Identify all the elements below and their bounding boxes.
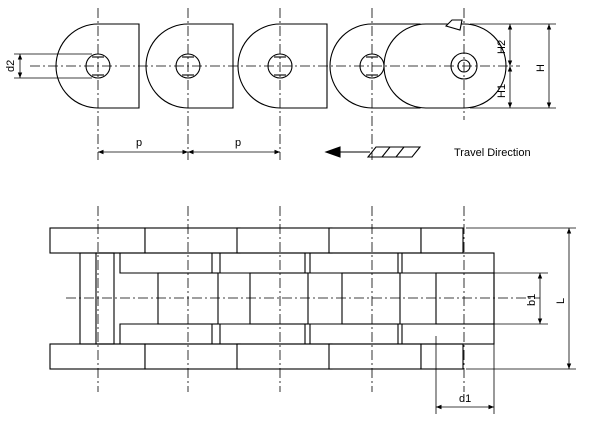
label-b1: b1 [526, 294, 538, 306]
label-h1: H1 [496, 84, 508, 98]
label-d1: d1 [459, 393, 471, 405]
label-p-left: p [136, 137, 142, 149]
travel-direction-label: Travel Direction [454, 147, 531, 159]
travel-direction-arrow [324, 146, 422, 158]
side-link-2 [145, 23, 234, 109]
side-view [14, 8, 556, 160]
label-l: L [555, 298, 567, 304]
top-view [49, 206, 576, 414]
label-h2: H2 [496, 40, 508, 54]
side-link-5 [383, 19, 507, 109]
label-h: H [535, 64, 547, 72]
label-p-right: p [235, 137, 241, 149]
label-d2: d2 [5, 60, 17, 72]
